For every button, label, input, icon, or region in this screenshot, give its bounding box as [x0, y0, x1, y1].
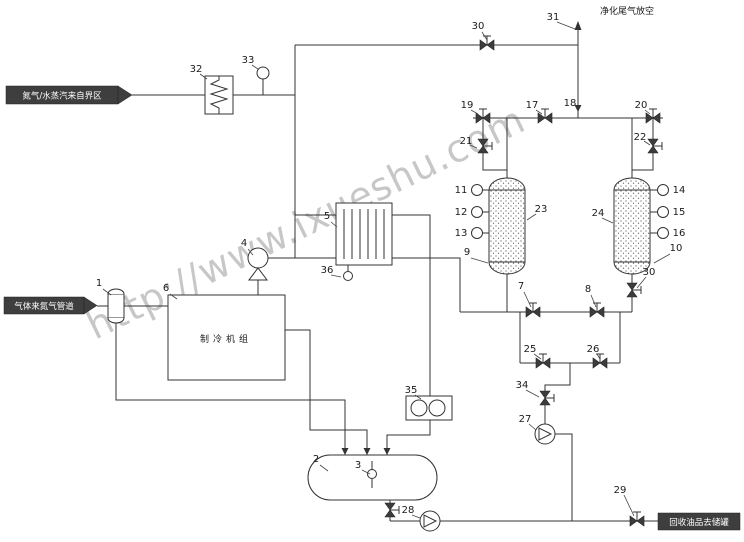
feed-top-label-box: 氮气/水蒸汽来自界区	[5, 85, 133, 105]
tag-24: 24	[592, 208, 605, 219]
heater-32	[204, 75, 234, 115]
oil-out-label-box: 回收油品去储罐	[657, 512, 741, 531]
tag-18: 18	[564, 98, 577, 109]
tag-30-top: 30	[472, 21, 485, 32]
tag-26: 26	[587, 344, 600, 355]
valve-7	[525, 302, 541, 318]
tag-16: 16	[673, 228, 686, 239]
instrument-16	[657, 227, 669, 239]
feed-left-label-box: 气体来氮气管道	[3, 296, 98, 315]
feed-left-label: 气体来氮气管道	[14, 301, 74, 312]
valve-8	[589, 302, 605, 318]
valve-30-top	[479, 35, 495, 51]
tag-6: 6	[163, 283, 169, 294]
instrument-11	[471, 184, 483, 196]
tag-19: 19	[461, 100, 474, 111]
tower-instruments-right	[650, 184, 669, 239]
tag-14: 14	[673, 185, 686, 196]
vent-label: 净化尾气放空	[600, 5, 654, 17]
adsorber-tower-24	[613, 177, 651, 275]
tag-31: 31	[547, 12, 560, 23]
watermark-text: http://www.ixueshu.com	[80, 97, 532, 348]
tag-12: 12	[455, 207, 468, 218]
tag-30-right: 30	[643, 267, 656, 278]
valve-34	[539, 390, 555, 406]
valve-22	[647, 138, 663, 154]
tag-29: 29	[614, 485, 627, 496]
tag-28: 28	[402, 505, 415, 516]
tag-9: 9	[464, 247, 470, 258]
tag-33: 33	[242, 55, 255, 66]
tag-35: 35	[405, 385, 418, 396]
tag-10: 10	[670, 243, 683, 254]
tag-36: 36	[321, 265, 334, 276]
separator-drum-2	[307, 454, 438, 501]
fan-4	[247, 247, 269, 281]
tag-7: 7	[518, 281, 524, 292]
feed-top-label: 氮气/水蒸汽来自界区	[22, 91, 102, 102]
tag-2: 2	[313, 454, 319, 465]
tag-1: 1	[96, 278, 102, 289]
tag-22: 22	[634, 132, 647, 143]
blower-35	[405, 395, 453, 421]
pump-27	[534, 423, 556, 445]
valve-26	[592, 353, 608, 369]
tag-11: 11	[455, 185, 468, 196]
instrument-14	[657, 184, 669, 196]
valve-25	[535, 353, 551, 369]
instrument-12	[471, 206, 483, 218]
tag-34: 34	[516, 380, 529, 391]
tag-25: 25	[524, 344, 537, 355]
instrument-33	[256, 66, 270, 95]
tag-23: 23	[535, 204, 548, 215]
leader-lines	[102, 21, 671, 519]
tag-32: 32	[190, 64, 203, 75]
flow-arrows	[341, 21, 582, 455]
tag-8: 8	[585, 284, 591, 295]
tag-13: 13	[455, 228, 468, 239]
tag-3: 3	[355, 460, 361, 471]
instrument-36	[343, 265, 353, 281]
tag-21: 21	[460, 136, 473, 147]
instrument-15	[657, 206, 669, 218]
adsorber-tower-23	[488, 177, 526, 275]
tag-20: 20	[635, 100, 648, 111]
tag-4: 4	[241, 238, 247, 249]
tag-5: 5	[324, 211, 330, 222]
level-gauge-3	[367, 461, 377, 488]
heat-exchanger-5	[335, 202, 393, 266]
refrigeration-unit-label: 制冷机组	[200, 333, 252, 345]
tag-15: 15	[673, 207, 686, 218]
tag-17: 17	[526, 100, 539, 111]
oil-out-label: 回收油品去储罐	[669, 517, 729, 528]
instrument-13	[471, 227, 483, 239]
refrigeration-unit-6: 制冷机组	[167, 294, 286, 381]
drum-drain-valve	[384, 502, 400, 518]
tower-instruments-left	[471, 184, 489, 239]
tag-numbers: 1 2 3 4 5 6 7 8 9 10 11 12 13 14 15 16 1…	[96, 12, 686, 516]
vessel-1	[107, 288, 125, 324]
pump-28	[419, 510, 441, 532]
tag-27: 27	[519, 414, 532, 425]
valve-29	[629, 511, 645, 527]
valve-17	[537, 108, 553, 124]
